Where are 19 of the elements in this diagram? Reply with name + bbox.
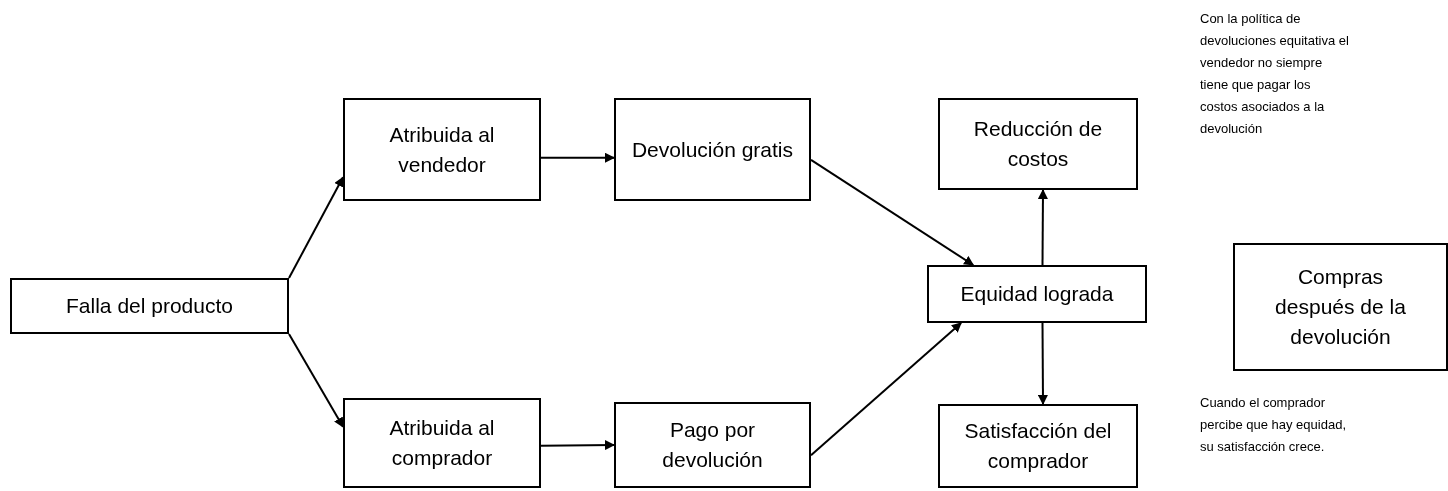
arrow xyxy=(288,176,344,279)
process-box: Atribuida al vendedor xyxy=(343,98,541,201)
arrow xyxy=(288,333,344,428)
note-text: Con la política de devoluciones equitativa el vendedor no siempre tiene que pagar los costos asociados a la devolución xyxy=(1200,10,1350,138)
process-box: Equidad lograda xyxy=(927,265,1147,323)
arrow xyxy=(1037,322,1048,405)
arrow xyxy=(810,322,963,457)
process-box: Reducción de costos xyxy=(938,98,1138,190)
arrow xyxy=(540,440,615,451)
process-box: Compras después de la devolución xyxy=(1233,243,1448,371)
arrow xyxy=(540,152,615,163)
process-box: Pago por devolución xyxy=(614,402,811,488)
process-box: Devolución gratis xyxy=(614,98,811,201)
process-box: Atribuida al comprador xyxy=(343,398,541,488)
note-text: Cuando el comprador percibe que hay equidad, su satisfacción crece. xyxy=(1200,394,1347,456)
process-box: Satisfacción del comprador xyxy=(938,404,1138,488)
arrow xyxy=(1037,189,1048,266)
process-box: Falla del producto xyxy=(10,278,289,334)
arrow xyxy=(810,158,975,266)
